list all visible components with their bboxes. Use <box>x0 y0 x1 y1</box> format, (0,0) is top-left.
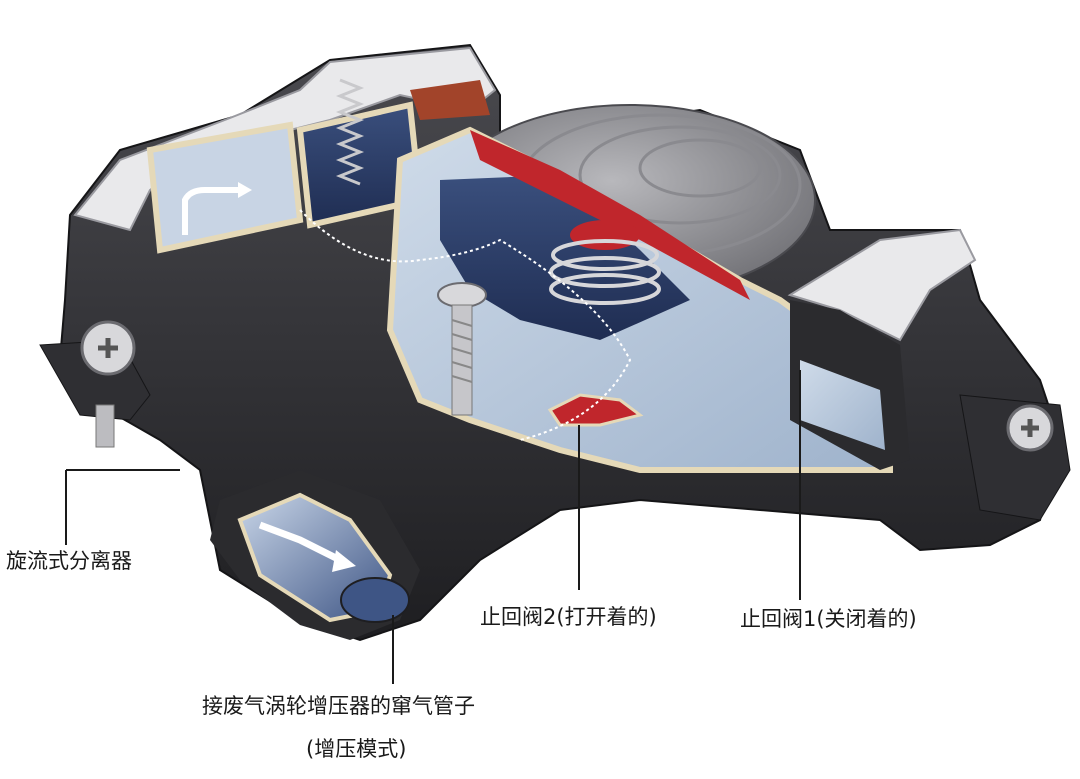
diaphragm-disc <box>570 220 640 250</box>
cyclone-flow-arrow <box>182 187 240 235</box>
central-cutaway <box>386 126 893 473</box>
label-check-valve-2: 止回阀2(打开着的) <box>480 605 657 629</box>
left-bolt-cross-icon <box>98 338 118 358</box>
diaphragm-red <box>470 130 750 300</box>
gas-flow-dotted-line <box>299 209 632 441</box>
leader-cyclone <box>65 469 180 545</box>
leader-lines <box>65 370 801 684</box>
label-check-valve-1: 止回阀1(关闭着的) <box>740 607 917 631</box>
cover-orange-cutaway <box>410 80 490 120</box>
cyclone-spring <box>335 78 365 186</box>
central-spring <box>549 239 661 305</box>
left-stud <box>95 404 115 448</box>
pipe-outlet <box>340 577 410 623</box>
label-boost-mode: (增压模式) <box>306 737 407 761</box>
central-bolt <box>437 282 487 416</box>
label-blowby-pipe: 接废气涡轮增压器的窜气管子 <box>202 694 475 718</box>
cyclone-chamber <box>146 78 424 254</box>
right-cover <box>787 228 977 470</box>
pipe-flow-arrow <box>258 521 342 564</box>
right-bolt-cross-icon <box>1021 419 1039 437</box>
label-cyclone-separator: 旋流式分离器 <box>6 549 132 573</box>
blowby-pipe <box>210 470 420 640</box>
central-dark-chamber <box>440 175 690 340</box>
